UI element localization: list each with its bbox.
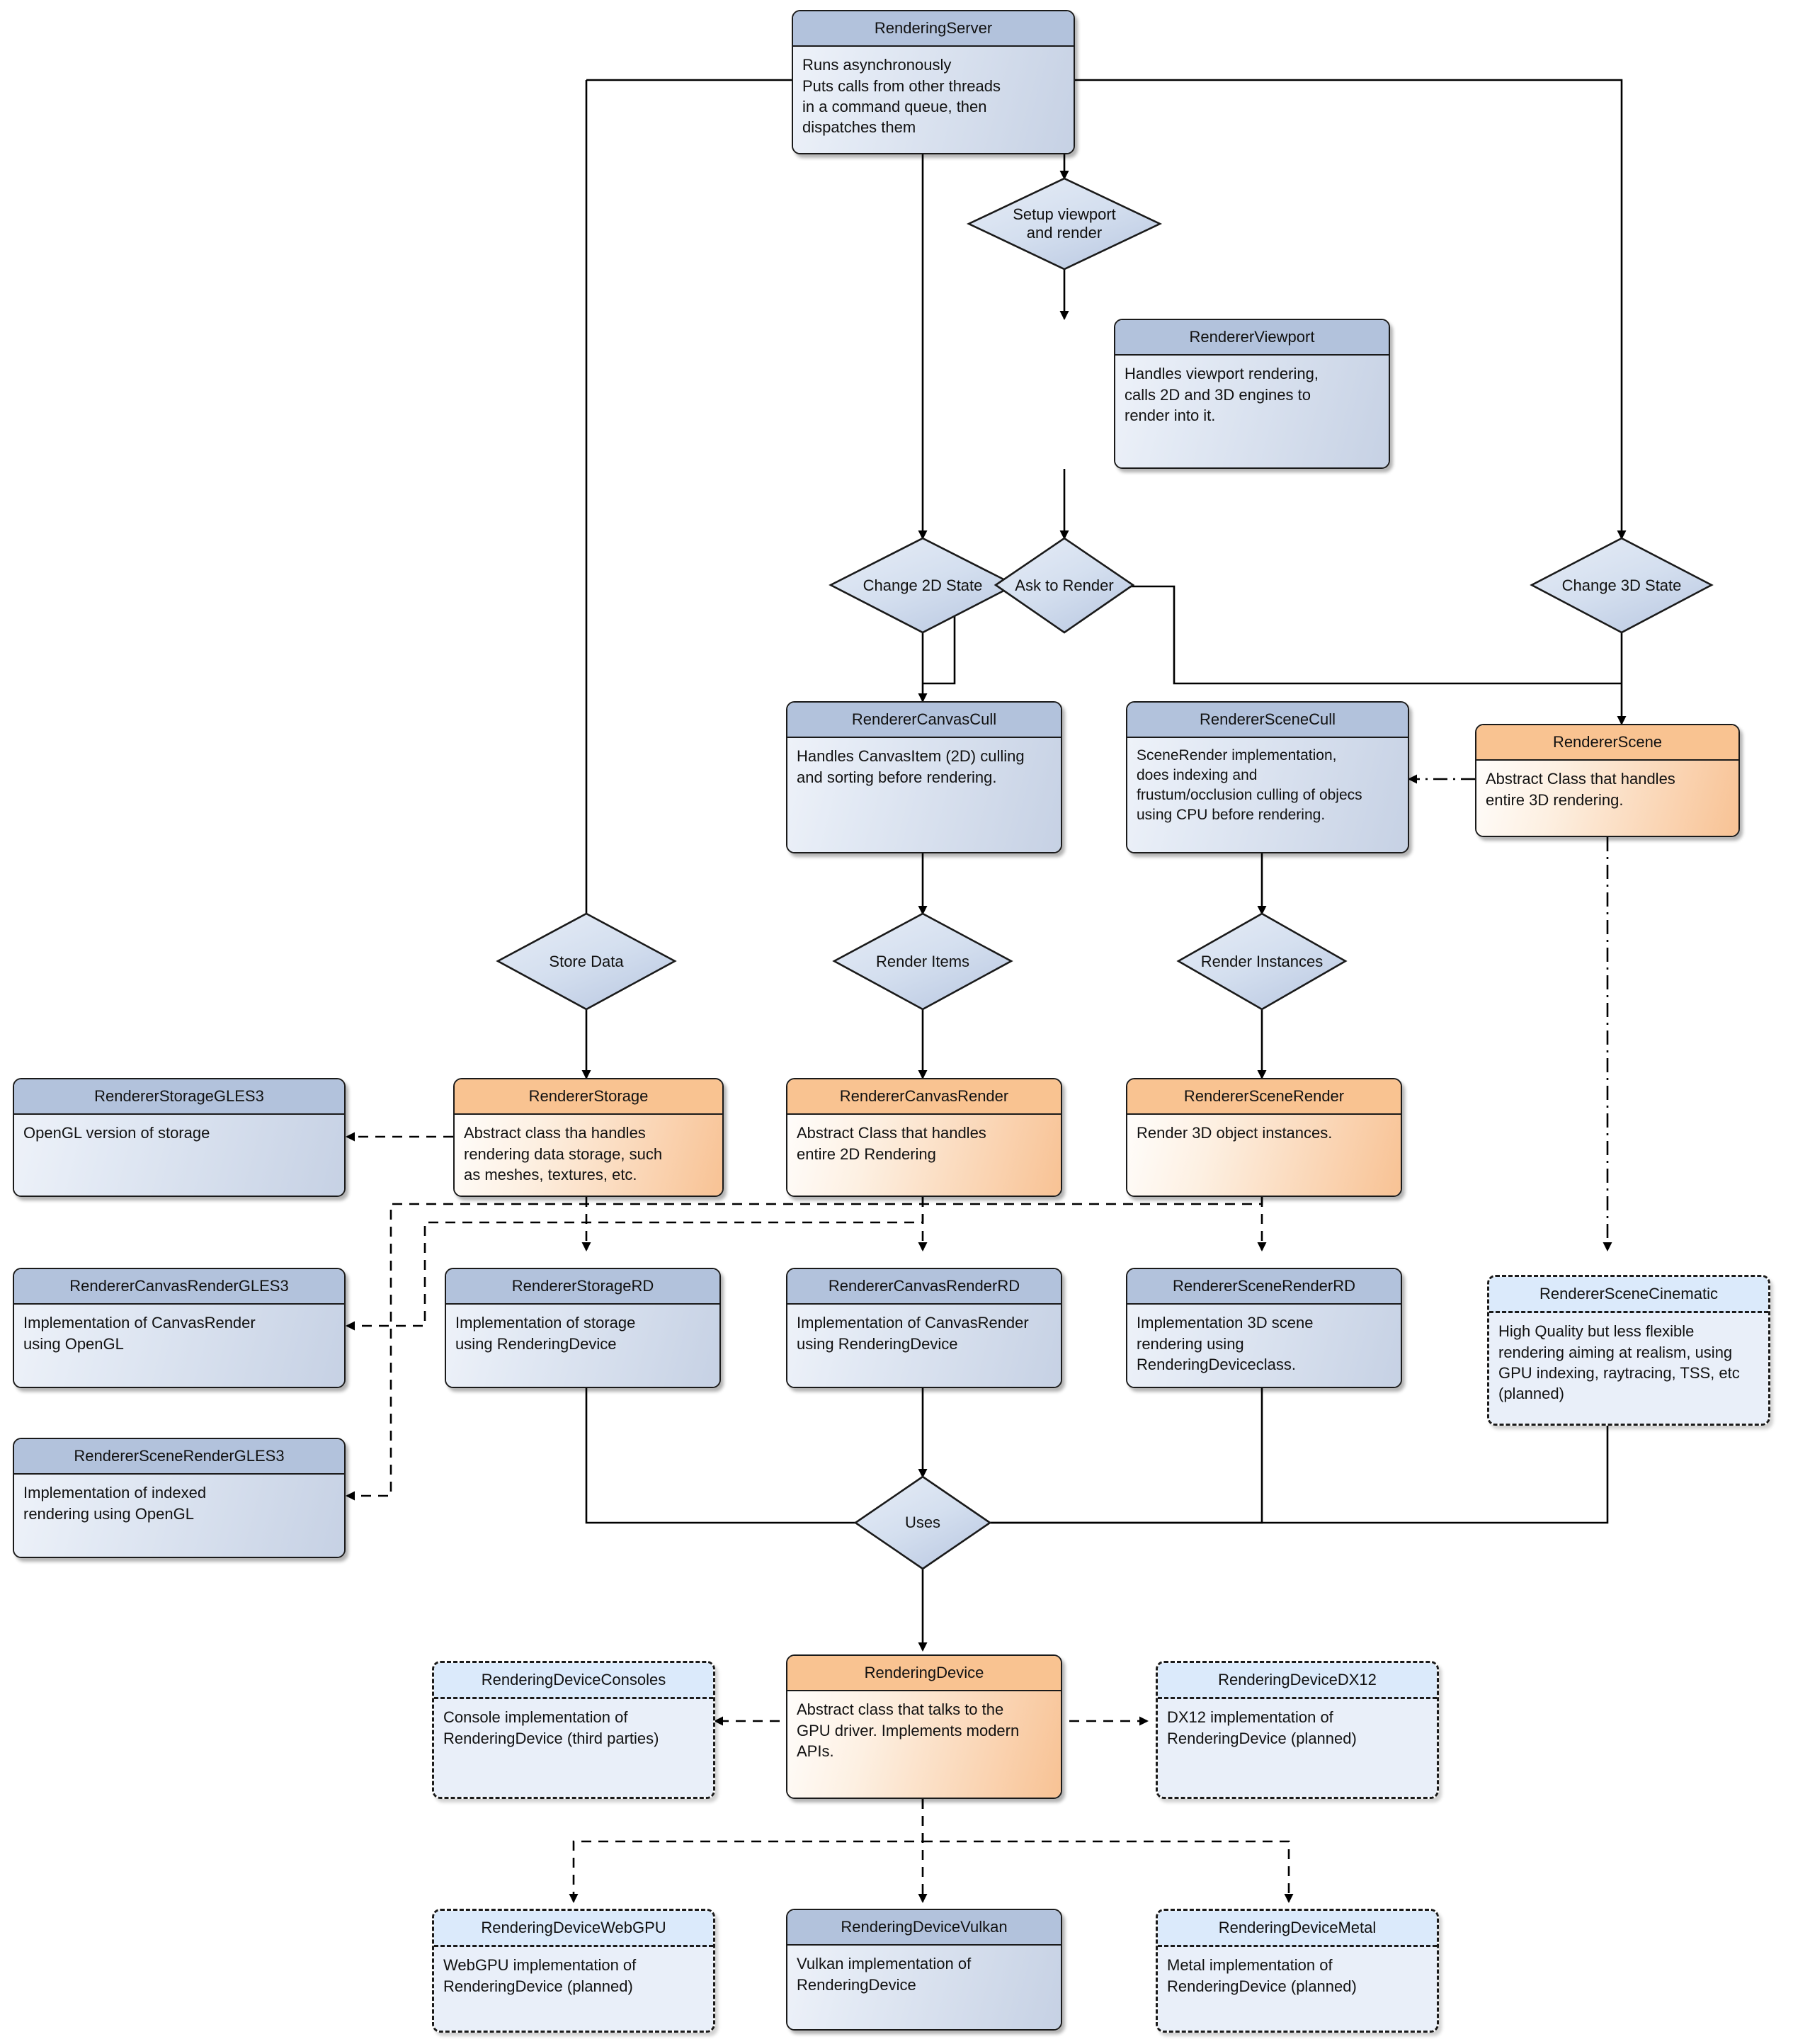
node-body: Implementation of indexed rendering usin… xyxy=(14,1475,344,1557)
node-rendering-device-metal[interactable]: RenderingDeviceMetal Metal implementatio… xyxy=(1156,1909,1439,2033)
node-rendering-device-vulkan[interactable]: RenderingDeviceVulkan Vulkan implementat… xyxy=(786,1909,1062,2031)
decision-label: Uses xyxy=(904,1514,941,1532)
decision-change-2d-state: Change 2D State xyxy=(831,538,1015,632)
node-title: RendererCanvasCull xyxy=(787,703,1061,739)
node-body: Handles CanvasItem (2D) culling and sort… xyxy=(787,738,1061,852)
node-rendering-device-consoles[interactable]: RenderingDeviceConsoles Console implemen… xyxy=(432,1661,715,1799)
node-rendering-server[interactable]: RenderingServer Runs asynchronously Puts… xyxy=(792,10,1075,154)
node-title: RendererCanvasRenderRD xyxy=(787,1269,1061,1305)
node-body: Handles viewport rendering, calls 2D and… xyxy=(1115,356,1389,467)
node-body: Implementation of storage using Renderin… xyxy=(446,1305,719,1387)
decision-render-instances: Render Instances xyxy=(1178,914,1345,1009)
node-renderer-canvas-render-gles3[interactable]: RendererCanvasRenderGLES3 Implementation… xyxy=(13,1268,346,1388)
decision-label: Change 3D State xyxy=(1561,576,1682,594)
node-title: RendererSceneCull xyxy=(1127,703,1408,739)
node-body: Runs asynchronously Puts calls from othe… xyxy=(793,47,1074,153)
node-title: RendererCanvasRenderGLES3 xyxy=(14,1269,344,1305)
node-title: RendererCanvasRender xyxy=(787,1079,1061,1115)
decision-label: Store Data xyxy=(549,952,624,970)
node-title: RenderingDeviceWebGPU xyxy=(434,1911,713,1948)
node-rendering-device-dx12[interactable]: RenderingDeviceDX12 DX12 implementation … xyxy=(1156,1661,1439,1799)
node-renderer-storage[interactable]: RendererStorage Abstract class tha handl… xyxy=(453,1078,724,1197)
node-renderer-scene-cinematic[interactable]: RendererSceneCinematic High Quality but … xyxy=(1487,1275,1770,1426)
node-title: RendererSceneCinematic xyxy=(1489,1277,1768,1314)
node-renderer-storage-gles3[interactable]: RendererStorageGLES3 OpenGL version of s… xyxy=(13,1078,346,1197)
decision-ask-to-render: Ask to Render xyxy=(996,538,1133,632)
decision-label: Ask to Render xyxy=(1015,576,1114,594)
node-body: Implementation of CanvasRender using Ren… xyxy=(787,1305,1061,1387)
decision-uses: Uses xyxy=(855,1477,990,1569)
node-body: Abstract class tha handles rendering dat… xyxy=(455,1115,722,1196)
node-title: RenderingDeviceConsoles xyxy=(434,1663,713,1700)
node-title: RendererSceneRender xyxy=(1127,1079,1401,1115)
node-title: RendererStorageRD xyxy=(446,1269,719,1305)
node-title: RendererStorageGLES3 xyxy=(14,1079,344,1115)
decision-label: Render Instances xyxy=(1200,952,1324,970)
decision-label: Change 2D State xyxy=(863,576,983,594)
node-renderer-scene-cull[interactable]: RendererSceneCull SceneRender implementa… xyxy=(1126,701,1409,853)
node-body: Console implementation of RenderingDevic… xyxy=(434,1699,713,1797)
node-title: RendererScene xyxy=(1476,725,1738,761)
node-title: RendererViewport xyxy=(1115,320,1389,356)
node-renderer-viewport[interactable]: RendererViewport Handles viewport render… xyxy=(1114,319,1390,469)
decision-label: Render Items xyxy=(875,952,970,970)
decision-setup-viewport-and-render: Setup viewport and render xyxy=(969,178,1160,269)
node-title: RenderingDevice xyxy=(787,1656,1061,1692)
node-renderer-scene-render-rd[interactable]: RendererSceneRenderRD Implementation 3D … xyxy=(1126,1268,1402,1388)
node-body: Abstract class that talks to the GPU dri… xyxy=(787,1691,1061,1798)
node-title: RenderingDeviceVulkan xyxy=(787,1910,1061,1946)
node-title: RenderingDeviceMetal xyxy=(1158,1911,1437,1948)
node-body: WebGPU implementation of RenderingDevice… xyxy=(434,1947,713,2031)
node-body: Abstract Class that handles entire 3D re… xyxy=(1476,761,1738,836)
node-body: Vulkan implementation of RenderingDevice xyxy=(787,1946,1061,2029)
node-body: OpenGL version of storage xyxy=(14,1115,344,1196)
node-title: RenderingDeviceDX12 xyxy=(1158,1663,1437,1700)
node-renderer-scene-render[interactable]: RendererSceneRender Render 3D object ins… xyxy=(1126,1078,1402,1197)
node-renderer-canvas-render-rd[interactable]: RendererCanvasRenderRD Implementation of… xyxy=(786,1268,1062,1388)
node-renderer-canvas-render[interactable]: RendererCanvasRender Abstract Class that… xyxy=(786,1078,1062,1197)
node-body: SceneRender implementation, does indexin… xyxy=(1127,738,1408,852)
node-renderer-storage-rd[interactable]: RendererStorageRD Implementation of stor… xyxy=(445,1268,721,1388)
node-title: RenderingServer xyxy=(793,11,1074,47)
decision-render-items: Render Items xyxy=(834,914,1011,1009)
node-body: Metal implementation of RenderingDevice … xyxy=(1158,1947,1437,2031)
node-title: RendererStorage xyxy=(455,1079,722,1115)
node-body: Render 3D object instances. xyxy=(1127,1115,1401,1196)
node-body: Abstract Class that handles entire 2D Re… xyxy=(787,1115,1061,1196)
node-rendering-device[interactable]: RenderingDevice Abstract class that talk… xyxy=(786,1654,1062,1799)
node-rendering-device-webgpu[interactable]: RenderingDeviceWebGPU WebGPU implementat… xyxy=(432,1909,715,2033)
node-renderer-scene-render-gles3[interactable]: RendererSceneRenderGLES3 Implementation … xyxy=(13,1438,346,1558)
node-body: High Quality but less flexible rendering… xyxy=(1489,1313,1768,1424)
node-renderer-canvas-cull[interactable]: RendererCanvasCull Handles CanvasItem (2… xyxy=(786,701,1062,853)
node-body: Implementation 3D scene rendering using … xyxy=(1127,1305,1401,1387)
decision-label: Setup viewport and render xyxy=(1013,205,1116,242)
node-title: RendererSceneRenderRD xyxy=(1127,1269,1401,1305)
node-body: Implementation of CanvasRender using Ope… xyxy=(14,1305,344,1387)
node-body: DX12 implementation of RenderingDevice (… xyxy=(1158,1699,1437,1797)
node-renderer-scene[interactable]: RendererScene Abstract Class that handle… xyxy=(1475,724,1740,837)
decision-store-data: Store Data xyxy=(498,914,675,1009)
node-title: RendererSceneRenderGLES3 xyxy=(14,1439,344,1475)
decision-change-3d-state: Change 3D State xyxy=(1532,538,1712,632)
